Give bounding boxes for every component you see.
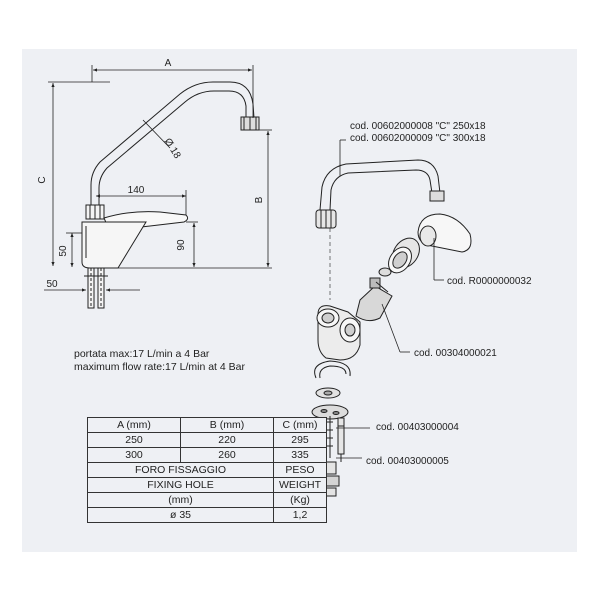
spec-table: A (mm) B (mm) C (mm) 250 220 295 300 260… [87, 417, 327, 523]
hole-value: ø 35 [87, 507, 274, 523]
cartridge-part [355, 277, 393, 322]
hole-unit: (mm) [87, 492, 274, 508]
body-part [316, 305, 361, 361]
weight-label-2: WEIGHT [273, 477, 327, 493]
dim-c-label: C [37, 176, 48, 183]
spout-code-250: cod. 00602000008 "C" 250x18 [350, 121, 486, 132]
weight-value: 1,2 [273, 507, 327, 523]
cell-c: 295 [273, 432, 327, 448]
header-b: B (mm) [180, 417, 274, 433]
table-header-row: A (mm) B (mm) C (mm) [87, 417, 327, 433]
weight-unit: (Kg) [273, 492, 327, 508]
split-ring-part [314, 360, 351, 379]
flow-rate-italian: portata max:17 L/min a 4 Bar [74, 348, 210, 360]
dim-50-horizontal-label: 50 [46, 279, 58, 290]
table-row: (mm) (Kg) [87, 492, 327, 508]
handle-part [417, 213, 472, 253]
table-row: 250 220 295 [87, 432, 327, 448]
table-row: ø 35 1,2 [87, 507, 327, 523]
plate-part [311, 404, 349, 420]
flow-rate-english: maximum flow rate:17 L/min at 4 Bar [74, 361, 245, 373]
dim-50-vertical-label: 50 [58, 245, 69, 257]
dimension-labels: A C B 140 90 50 50 Ø 18 [37, 58, 265, 290]
exploded-view [311, 159, 472, 497]
handle-code: cod. R0000000032 [447, 276, 532, 287]
hole-label-1: FORO FISSAGGIO [87, 462, 274, 478]
dim-b-label: B [254, 196, 265, 203]
header-a: A (mm) [87, 417, 181, 433]
part-4-code: cod. 00403000004 [376, 422, 459, 433]
part-5-code: cod. 00403000005 [366, 456, 449, 467]
diameter-label: Ø 18 [162, 137, 183, 162]
faucet-side-view [81, 81, 260, 309]
header-c: C (mm) [273, 417, 327, 433]
cell-b: 260 [180, 447, 274, 463]
sleeve-part [388, 237, 420, 274]
cell-a: 300 [87, 447, 181, 463]
cell-c: 335 [273, 447, 327, 463]
dim-140-label: 140 [128, 185, 145, 196]
part-codes: cod. 00602000008 "C" 250x18 cod. 0060200… [350, 121, 532, 467]
spout-code-300: cod. 00602000009 "C" 300x18 [350, 133, 486, 144]
table-row: 300 260 335 [87, 447, 327, 463]
cell-b: 220 [180, 432, 274, 448]
cell-a: 250 [87, 432, 181, 448]
hole-label-2: FIXING HOLE [87, 477, 274, 493]
table-row: FIXING HOLE WEIGHT [87, 477, 327, 493]
leader-lines [336, 139, 444, 459]
spout-part [315, 159, 445, 229]
dim-90-label: 90 [176, 239, 187, 251]
dim-a-label: A [165, 58, 172, 69]
weight-label-1: PESO [273, 462, 327, 478]
rod-part [327, 416, 333, 458]
dimension-lines [44, 65, 272, 292]
washer-part [315, 387, 341, 399]
table-row: FORO FISSAGGIO PESO [87, 462, 327, 478]
cartridge-code: cod. 00304000021 [414, 348, 497, 359]
